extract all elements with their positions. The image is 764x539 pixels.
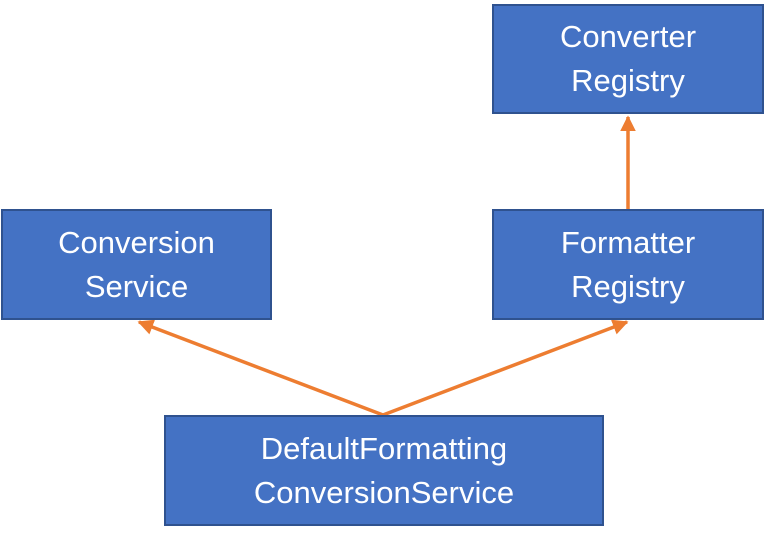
default-formatting-line1: DefaultFormatting <box>260 430 508 466</box>
arrow-default-to-conversion-service <box>137 319 384 417</box>
converter-registry-line1: Converter <box>559 19 697 54</box>
converter-registry-line2: Registry <box>571 63 685 98</box>
conversion-service-box: Conversion Service <box>1 209 272 320</box>
converter-registry-box: Converter Registry <box>492 4 764 114</box>
formatter-registry-line2: Registry <box>571 268 685 304</box>
conversion-service-line1: Conversion <box>58 224 215 260</box>
default-formatting-conversion-service-box: DefaultFormatting ConversionService <box>164 415 604 526</box>
arrow-default-to-formatter-registry <box>382 319 629 417</box>
formatter-registry-box: Formatter Registry <box>492 209 764 320</box>
formatter-registry-line1: Formatter <box>560 224 696 260</box>
conversion-service-line2: Service <box>84 268 189 304</box>
default-formatting-line2: ConversionService <box>253 474 515 510</box>
